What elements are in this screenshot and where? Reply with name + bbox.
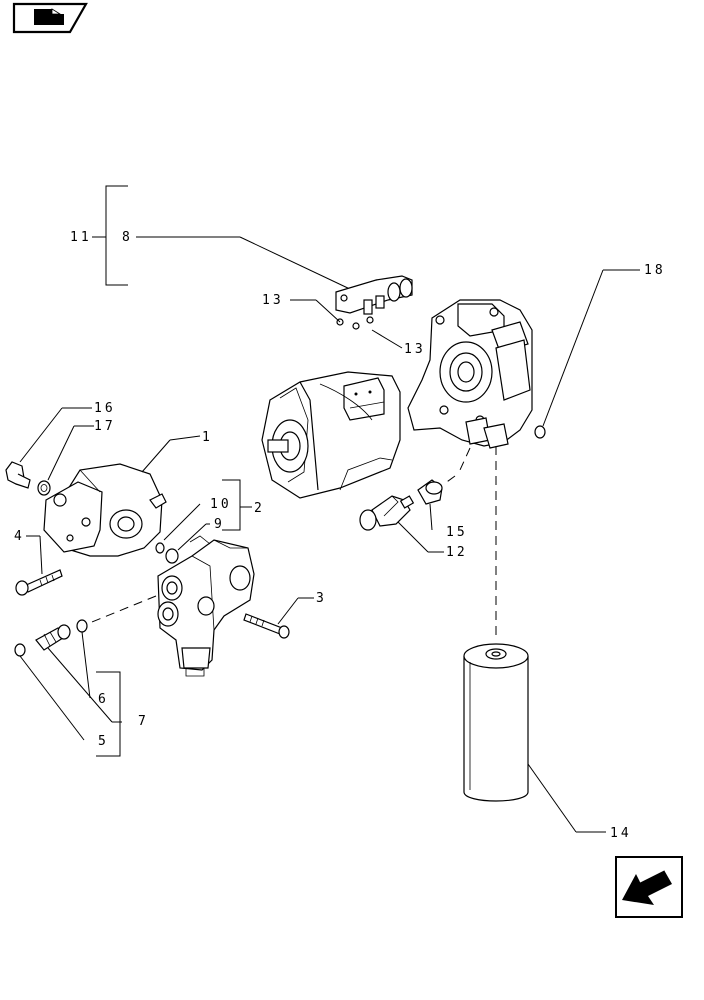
part-valve-block-8 <box>335 275 413 330</box>
leader-13 <box>290 299 403 349</box>
callout-18: 18 <box>644 263 666 278</box>
callout-3: 3 <box>316 591 327 606</box>
part-oring-5 <box>14 643 85 741</box>
part-bolt-3 <box>243 597 314 639</box>
callout-8: 8 <box>122 230 133 245</box>
part-plug-7 <box>35 624 122 723</box>
assembly-line-15 <box>443 475 456 485</box>
book-page-icon[interactable] <box>12 2 88 34</box>
callout-2: 2 <box>254 501 265 516</box>
part-sensor-12 <box>359 495 444 553</box>
assembly-line-valve <box>81 595 157 627</box>
callout-5: 5 <box>98 734 109 749</box>
part-gear-pump-1 <box>43 435 201 557</box>
assembly-line-fittings <box>459 447 471 471</box>
callout-1: 1 <box>202 430 213 445</box>
part-oring-9 <box>165 523 210 564</box>
callout-9: 9 <box>214 517 225 532</box>
part-plug-16 <box>5 407 92 489</box>
part-plug-18 <box>534 269 640 439</box>
callout-15: 15 <box>446 525 468 540</box>
arrow-back-icon[interactable] <box>615 856 683 918</box>
part-pump-cover <box>407 299 533 449</box>
bracket-11 <box>92 185 353 291</box>
callout-12: 12 <box>446 545 468 560</box>
part-piston-pump-housing <box>261 371 401 499</box>
part-fitting-15 <box>417 479 443 531</box>
callout-13b: 13 <box>404 342 426 357</box>
bracket-2 <box>222 479 252 531</box>
callout-10: 10 <box>210 497 232 512</box>
part-seal-6 <box>76 619 91 699</box>
bracket-group-5-7 <box>96 671 121 757</box>
part-filter-14 <box>463 643 606 833</box>
part-valve-body-2 <box>157 535 255 677</box>
callout-13a: 13 <box>262 293 284 308</box>
part-oring-10 <box>155 503 201 554</box>
part-bolt-4 <box>15 535 63 596</box>
callout-14: 14 <box>610 826 632 841</box>
part-washer-17 <box>37 425 94 496</box>
callout-7: 7 <box>138 714 149 729</box>
callout-16: 16 <box>94 401 116 416</box>
callout-6: 6 <box>98 692 109 707</box>
callout-4: 4 <box>14 529 25 544</box>
callout-11: 11 <box>70 230 92 245</box>
callout-17: 17 <box>94 419 116 434</box>
